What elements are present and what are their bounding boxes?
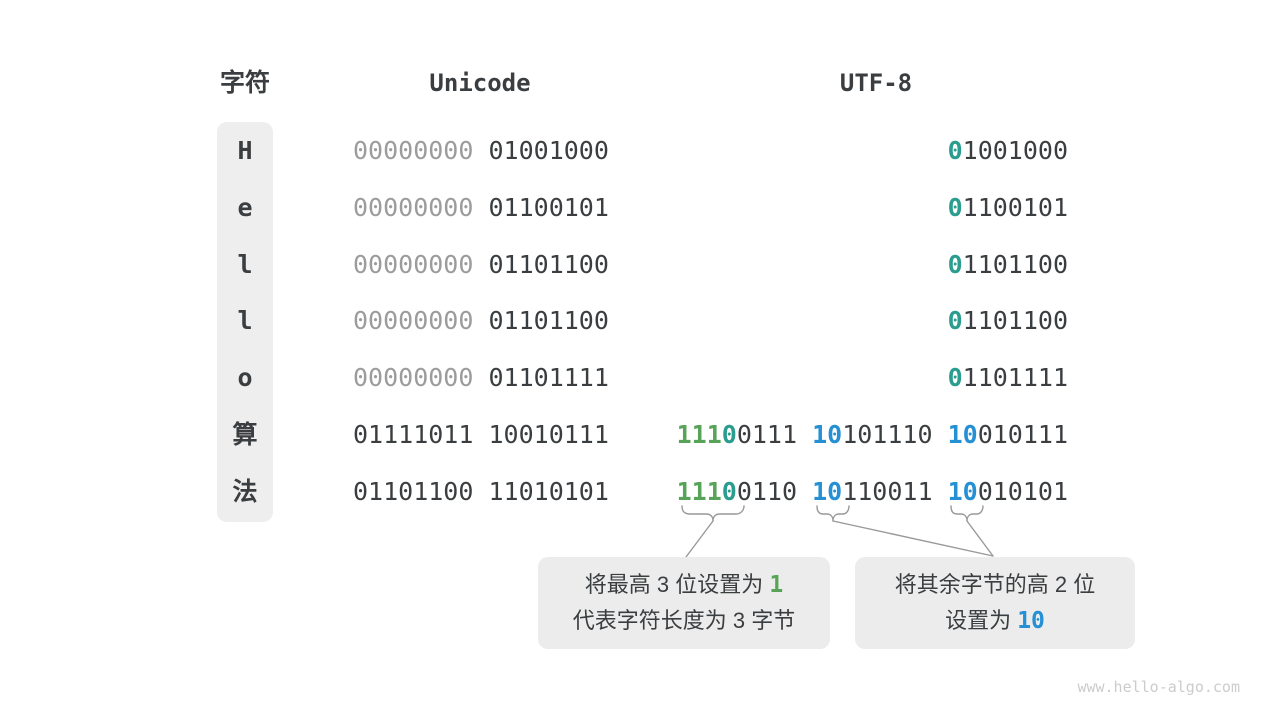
column-header-utf8: UTF-8	[839, 69, 913, 97]
binary-segment: 01101100	[488, 250, 609, 279]
binary-segment: 10	[947, 477, 978, 506]
utf8-value: 11100111 10101110 10010111	[628, 407, 1068, 463]
binary-segment: 1101100	[962, 306, 1068, 335]
binary-segment: 0	[947, 136, 963, 165]
column-header-unicode: Unicode	[429, 69, 531, 97]
callout-line: 将其余字节的高 2 位	[855, 567, 1135, 603]
binary-segment: 0	[721, 477, 737, 506]
unicode-value: 01111011 10010111	[353, 407, 609, 463]
binary-segment: 00000000	[353, 136, 474, 165]
binary-segment: 01101100	[353, 477, 474, 506]
utf8-value: 01101100	[628, 237, 1068, 293]
callout-text: 将最高 3 位设置为	[584, 572, 770, 597]
character-cell: o	[237, 363, 253, 392]
binary-segment: 0	[947, 193, 963, 222]
binary-segment: 111	[676, 477, 722, 506]
binary-segment: 1001000	[962, 136, 1068, 165]
character-cell: H	[237, 136, 253, 165]
binary-segment: 10010111	[488, 420, 609, 449]
binary-segment: 0111	[736, 420, 798, 449]
binary-segment: 10	[812, 477, 843, 506]
watermark: www.hello-algo.com	[1077, 678, 1240, 696]
binary-segment: 010101	[977, 477, 1068, 506]
connector-line-left	[685, 520, 714, 558]
callout-leading-bits: 将最高 3 位设置为 1 代表字符长度为 3 字节	[538, 557, 830, 649]
callout-line: 将最高 3 位设置为 1	[538, 567, 830, 603]
binary-segment: 11010101	[488, 477, 609, 506]
binary-segment: 0	[947, 306, 963, 335]
character-cell: l	[237, 306, 253, 335]
callout-text: 设置为	[945, 608, 1018, 633]
bit-value-highlight: 1	[769, 572, 784, 598]
callout-line: 设置为 10	[855, 603, 1135, 639]
unicode-value: 00000000 01101111	[353, 350, 609, 406]
unicode-value: 00000000 01100101	[353, 180, 609, 236]
callout-text: 代表字符长度为 3 字节	[572, 608, 796, 633]
binary-segment: 110011	[842, 477, 933, 506]
binary-segment: 1100101	[962, 193, 1068, 222]
character-cell: l	[237, 250, 253, 279]
callout-continuation-bits: 将其余字节的高 2 位 设置为 10	[855, 557, 1135, 649]
binary-segment: 01001000	[488, 136, 609, 165]
utf8-value: 01101111	[628, 350, 1068, 406]
bit-value-highlight: 10	[1017, 608, 1045, 634]
binary-segment: 10	[947, 420, 978, 449]
utf8-value: 01100101	[628, 180, 1068, 236]
character-cell: 算	[232, 420, 258, 449]
connector-line-mid	[832, 520, 994, 557]
binary-segment: 01100101	[488, 193, 609, 222]
binary-segment: 0	[947, 363, 963, 392]
unicode-value: 00000000 01101100	[353, 293, 609, 349]
connector-line-right	[966, 520, 994, 557]
binary-segment: 01111011	[353, 420, 474, 449]
unicode-value: 00000000 01001000	[353, 123, 609, 179]
binary-segment: 1101111	[962, 363, 1068, 392]
binary-segment: 111	[676, 420, 722, 449]
character-cell: e	[237, 193, 253, 222]
character-column-background	[217, 122, 273, 522]
binary-segment: 10	[812, 420, 843, 449]
column-header-char: 字符	[219, 69, 270, 97]
binary-segment: 00000000	[353, 363, 474, 392]
binary-segment: 0	[721, 420, 737, 449]
binary-segment: 0110	[736, 477, 798, 506]
binary-segment: 00000000	[353, 193, 474, 222]
utf8-value: 01001000	[628, 123, 1068, 179]
binary-segment: 101110	[842, 420, 933, 449]
utf8-value: 01101100	[628, 293, 1068, 349]
callout-text: 将其余字节的高 2 位	[894, 572, 1096, 597]
binary-segment: 010111	[977, 420, 1068, 449]
binary-segment: 01101100	[488, 306, 609, 335]
binary-segment: 0	[947, 250, 963, 279]
callout-line: 代表字符长度为 3 字节	[538, 603, 830, 639]
binary-segment: 00000000	[353, 306, 474, 335]
character-cell: 法	[232, 477, 258, 506]
unicode-value: 00000000 01101100	[353, 237, 609, 293]
binary-segment: 01101111	[488, 363, 609, 392]
binary-segment: 1101100	[962, 250, 1068, 279]
binary-segment: 00000000	[353, 250, 474, 279]
utf8-value: 11100110 10110011 10010101	[628, 464, 1068, 520]
unicode-value: 01101100 11010101	[353, 464, 609, 520]
